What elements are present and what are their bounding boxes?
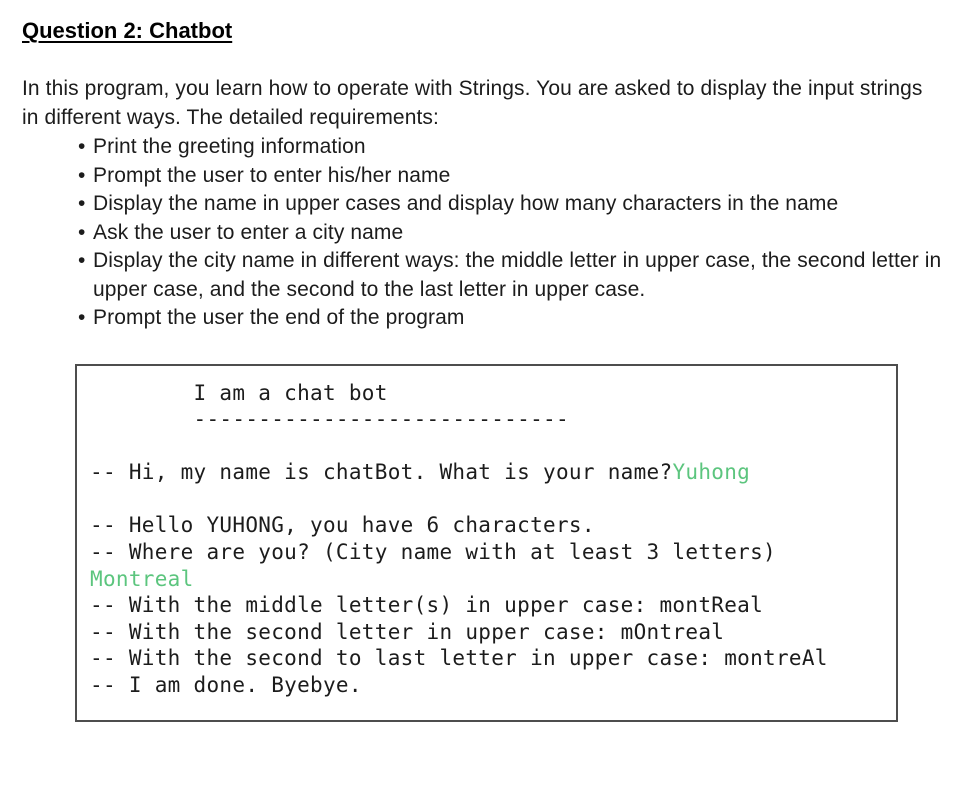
console-output-text: -- With the middle letter(s) in upper ca…: [90, 593, 764, 618]
console-user-input: Montreal: [90, 566, 194, 591]
requirement-item: Print the greeting information: [22, 133, 942, 162]
console-line: -- Where are you? (City name with at lea…: [90, 539, 890, 566]
requirement-item: Display the city name in different ways:…: [22, 247, 942, 304]
console-output-text: -- Hello YUHONG, you have 6 characters.: [90, 513, 595, 538]
intro-paragraph: In this program, you learn how to operat…: [22, 77, 923, 129]
console-output: I am a chat bot ------------------------…: [90, 380, 890, 699]
console-output-text: -----------------------------: [90, 407, 569, 432]
console-output-text: -- Hi, my name is chatBot. What is your …: [90, 460, 673, 485]
console-output-text: I am a chat bot: [90, 380, 388, 405]
console-line: I am a chat bot: [90, 380, 890, 407]
console-line: -- Hi, my name is chatBot. What is your …: [90, 459, 890, 486]
requirement-item: Prompt the user the end of the program: [22, 304, 942, 333]
requirement-item: Prompt the user to enter his/her name: [22, 162, 942, 191]
console-line: [90, 486, 890, 513]
console-line: -- With the middle letter(s) in upper ca…: [90, 592, 890, 619]
console-line: [90, 433, 890, 460]
console-output-text: -- With the second to last letter in upp…: [90, 646, 828, 671]
console-line: -- I am done. Byebye.: [90, 672, 890, 699]
requirement-item: Display the name in upper cases and disp…: [22, 190, 942, 219]
console-line: -- With the second letter in upper case:…: [90, 619, 890, 646]
console-output-text: -- Where are you? (City name with at lea…: [90, 540, 776, 565]
console-output-text: -- I am done. Byebye.: [90, 673, 362, 698]
console-user-input: Yuhong: [672, 460, 751, 485]
console-output-text: -- With the second letter in upper case:…: [90, 619, 725, 644]
console-line: Montreal: [90, 566, 890, 593]
console-line: -- With the second to last letter in upp…: [90, 645, 890, 672]
console-line: -- Hello YUHONG, you have 6 characters.: [90, 512, 890, 539]
console-box: I am a chat bot ------------------------…: [75, 363, 898, 722]
requirements-list: Print the greeting informationPrompt the…: [22, 133, 942, 333]
question-title: Question 2: Chatbot: [22, 18, 233, 43]
console-line: -----------------------------: [90, 406, 890, 433]
requirement-item: Ask the user to enter a city name: [22, 219, 942, 248]
